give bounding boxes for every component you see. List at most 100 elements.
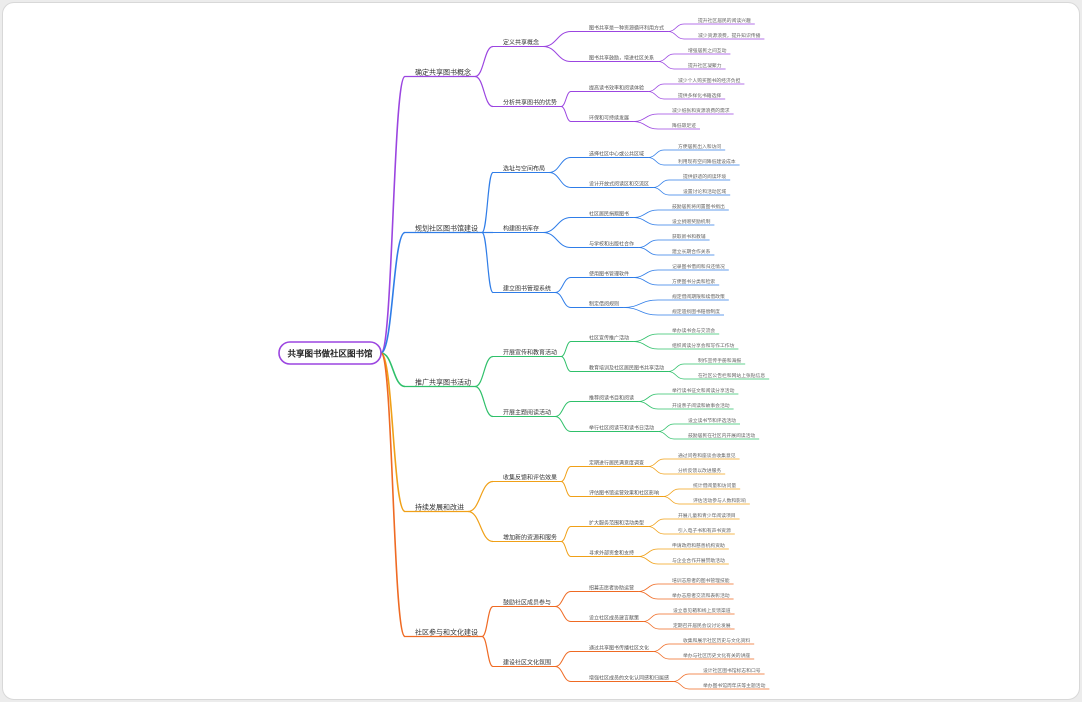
connector-subtopic-leaf	[647, 518, 665, 527]
leaf-node-label[interactable]: 收集和展示社区历史与文化资料	[683, 637, 750, 644]
branch-node-label[interactable]: 推广共享图书活动	[415, 378, 471, 387]
leaf-node-label[interactable]: 举办与社区历史文化有关的讲座	[683, 652, 750, 659]
leaf-node-label[interactable]: 分析反馈以改进服务	[678, 467, 721, 474]
leaf-node-label[interactable]: 设立意见箱和线上反馈渠道	[673, 607, 731, 614]
root-node-box	[278, 341, 382, 365]
leaf-node-label[interactable]: 申请政府和慈善机构资助	[672, 542, 725, 549]
leaf-node-label[interactable]: 建立长期合作关系	[672, 248, 711, 255]
leaf-node-label[interactable]: 提升社区凝聚力	[688, 62, 722, 69]
topic-node-label[interactable]: 选址与空间布局	[503, 165, 545, 173]
leaf-node-label[interactable]: 与企业合作开展赞助活动	[672, 557, 725, 564]
topic-node-label[interactable]: 鼓励社区成员参与	[503, 599, 551, 607]
topic-node-label[interactable]: 建立图书管理系统	[503, 285, 551, 293]
connector-subtopic-leaf	[642, 621, 660, 630]
leaf-node-label[interactable]: 减少个人购买图书的经济负担	[678, 77, 741, 84]
leaf-node-label[interactable]: 规定遗损图书赔偿制度	[672, 308, 720, 315]
leaf-node-label[interactable]: 培训志愿者的图书管理技能	[672, 577, 730, 584]
leaf-node-label[interactable]: 减少纸张和资源浪费的需求	[672, 107, 730, 114]
subtopic-node-label[interactable]: 提高读书效率和阅读体验	[589, 85, 644, 92]
leaf-node-label[interactable]: 提供舒适的阅读环境	[683, 173, 726, 180]
leaf-node-label[interactable]: 方便居民出入和访问	[678, 143, 721, 150]
subtopic-node-label[interactable]: 举行社区阅读节和读书日活动	[589, 425, 654, 432]
leaf-node-label[interactable]: 制作宣传手册和海报	[698, 357, 741, 364]
subtopic-node-label[interactable]: 与学校和出版社合作	[589, 241, 634, 248]
leaf-node-label[interactable]: 获取新书和教辅	[672, 233, 706, 240]
leaf-node-label[interactable]: 定期召开居民会议讨论发展	[673, 622, 731, 629]
leaf-node-label[interactable]: 设计社区图书馆标志和口号	[703, 667, 761, 674]
leaf-node-label[interactable]: 组织阅读分享会和写作工作坊	[672, 342, 735, 349]
connector-root-branch	[380, 352, 406, 513]
topic-node-label[interactable]: 增加新的资源和服务	[503, 534, 557, 542]
connector-subtopic-leaf	[657, 61, 675, 70]
subtopic-node-label[interactable]: 使用图书管理软件	[589, 271, 629, 278]
subtopic-node-label[interactable]: 推荐阅读书目和阅读	[589, 395, 634, 402]
branch-node-label[interactable]: 社区参与和文化建设	[415, 628, 478, 637]
leaf-node-label[interactable]: 鼓励居民在社区内开展阅读活动	[688, 432, 755, 439]
leaf-node-label[interactable]: 评估活动参与人数和影响	[693, 497, 746, 504]
leaf-node-label[interactable]: 利用现有空间降低建设成本	[678, 158, 736, 165]
leaf-node-label[interactable]: 鼓励居民将闲置图书捐出	[672, 203, 725, 210]
topic-node-label[interactable]: 开展宣传和教育活动	[503, 349, 557, 357]
subtopic-node-label[interactable]: 制定借阅规则	[589, 301, 619, 308]
subtopic-node-label[interactable]: 定期进行居民满意度调查	[589, 460, 644, 467]
subtopic-node-label[interactable]: 寻求外部资金和支持	[589, 550, 634, 557]
leaf-node-label[interactable]: 提供多样化书籍选择	[678, 92, 721, 99]
subtopic-node-label[interactable]: 招募志愿者协助运营	[589, 585, 634, 592]
subtopic-node-label[interactable]: 环保和可持续发展	[589, 115, 629, 122]
subtopic-node-label[interactable]: 扩大服务范围和活动类型	[589, 520, 644, 527]
root-node[interactable]: 共享图书做社区图书馆	[278, 341, 382, 365]
leaf-node-label[interactable]: 举办读书会与交流会	[672, 327, 715, 334]
leaf-node-label[interactable]: 引入电子书和有声书资源	[678, 527, 731, 534]
mind-map: 共享图书做社区图书馆 确定共享图书概念 定义共享概念 图书共享是一种资源循环利用方式…	[278, 17, 770, 690]
connector-topic-subtopic	[554, 401, 572, 417]
leaf-node-label[interactable]: 规定借阅期限和续借政策	[672, 293, 725, 300]
branch-node-label[interactable]: 确定共享图书概念	[415, 68, 471, 77]
connector-subtopic-leaf	[642, 613, 660, 622]
connector-subtopic-leaf	[632, 121, 659, 130]
subtopic-node-label[interactable]: 选择社区中心或公共区域	[589, 151, 644, 158]
subtopic-node-label[interactable]: 社区宣传推广活动	[589, 335, 629, 342]
subtopic-node-label[interactable]: 增强社区成员的文化认同感和归属感	[589, 675, 669, 682]
topic-node-label[interactable]: 建设社区文化氛围	[503, 659, 551, 667]
subtopic-node-label[interactable]: 设计开放式阅读区和交流区	[589, 181, 649, 188]
leaf-node-label[interactable]: 统计借阅量和访问量	[693, 482, 736, 489]
subtopic-node-label[interactable]: 图书共享是一种资源循环利用方式	[589, 25, 664, 32]
connector-topic-subtopic	[554, 651, 572, 667]
leaf-node-label[interactable]: 开设亲子阅读和故事会活动	[672, 402, 730, 409]
leaf-node-label[interactable]: 记录图书借阅和归还情况	[672, 263, 725, 270]
leaf-node-label[interactable]: 设立捐赠奖励机制	[672, 218, 711, 225]
leaf-node-label[interactable]: 方便图书分类和检索	[672, 278, 715, 285]
topic-node-label[interactable]: 开展主题阅读活动	[503, 409, 551, 417]
connector-subtopic-leaf	[647, 83, 665, 92]
leaf-node-label[interactable]: 开展儿童和青少年阅读项目	[678, 512, 736, 519]
leaf-node-label[interactable]: 设置讨论和活动区域	[683, 188, 726, 195]
leaf-node-label[interactable]: 降低碳足迹	[672, 122, 696, 129]
connector-subtopic-leaf	[657, 431, 675, 440]
subtopic-node-label[interactable]: 图书共享鼓励，增进社区关系	[589, 55, 654, 62]
leaf-node-label[interactable]: 举行读书征文和阅读分享活动	[672, 387, 735, 394]
subtopic-node-label[interactable]: 通过共享图书传播社区文化	[589, 645, 649, 652]
connector-subtopic-leaf	[667, 23, 685, 32]
subtopic-node-label[interactable]: 社区居民捐赠图书	[589, 211, 629, 218]
leaf-node-label[interactable]: 举办图书馆周年庆等主题活动	[703, 682, 766, 689]
leaf-node-label[interactable]: 在社区公告栏和网站上张贴信息	[698, 372, 765, 379]
connector-subtopic-leaf	[637, 239, 659, 248]
subtopic-node-label[interactable]: 教育培训及社区居民图书共享活动	[589, 365, 664, 372]
subtopic-node-label[interactable]: 设立社区成员建言献策	[589, 615, 639, 622]
branch-node-label[interactable]: 持续发展和改进	[415, 503, 464, 512]
connector-subtopic-leaf	[652, 651, 670, 660]
branch-node-label[interactable]: 规划社区图书馆建设	[415, 224, 478, 233]
topic-node-label[interactable]: 分析共享图书的优势	[503, 99, 557, 107]
connector-topic-subtopic	[560, 341, 572, 357]
leaf-node-label[interactable]: 增强居民之间互动	[688, 47, 727, 54]
leaf-node-label[interactable]: 设立读书节和评选活动	[688, 417, 736, 424]
connector-topic-subtopic	[548, 157, 572, 173]
subtopic-node-label[interactable]: 评估图书馆运营效果和社区影响	[589, 490, 659, 497]
topic-node-label[interactable]: 定义共享概念	[503, 39, 539, 47]
leaf-node-label[interactable]: 提升社区居民的阅读兴趣	[698, 17, 751, 24]
leaf-node-label[interactable]: 通过问卷和座谈会收集意见	[678, 452, 736, 459]
leaf-node-label[interactable]: 减少资源浪费，提升知识传播	[698, 32, 761, 39]
topic-node-label[interactable]: 构建图书库存	[503, 225, 539, 233]
topic-node-label[interactable]: 收集反馈和评估效果	[503, 474, 557, 482]
leaf-node-label[interactable]: 举办志愿者交流和表彰活动	[672, 592, 730, 599]
